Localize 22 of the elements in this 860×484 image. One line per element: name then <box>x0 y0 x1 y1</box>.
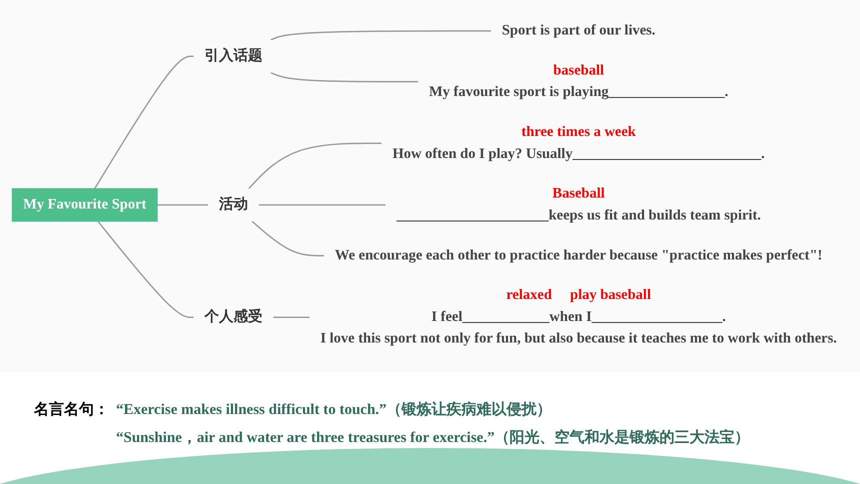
node-text: Sport is part of our lives. <box>502 22 656 38</box>
node-text: relaxed play baseball I feel____________when I__________________. I love this sport not only for fun, but also because it teaches me to work with others. <box>320 287 837 346</box>
connector <box>258 204 386 206</box>
connector <box>97 220 194 318</box>
connector <box>252 220 324 256</box>
quote-text: “Sunshine，air and water are three treasures for exercise.”（阳光、空气和水是锻炼的三大法宝） <box>116 428 750 447</box>
node-text: three times a week How often do I play? Usually__________________________. <box>392 124 765 162</box>
node-text: 个人感受 <box>204 309 262 325</box>
connector <box>94 56 194 189</box>
node-text: 引入话题 <box>204 48 262 64</box>
node-text: We encourage each other to practice harder because "practice makes perfect"! <box>334 248 822 263</box>
quotes-heading: 名言名句： <box>34 400 109 419</box>
node-text: baseball My favourite sport is playing________________. <box>428 62 728 100</box>
connector <box>248 142 382 190</box>
node-text: Baseball _____________________keeps us fit and builds team spirit. <box>396 186 761 224</box>
connector <box>270 72 418 82</box>
connector <box>270 30 491 41</box>
node-box: My Favourite Sport <box>12 188 158 222</box>
quote-text: “Exercise makes illness difficult to touch.”（锻炼让疾病难以侵扰） <box>116 400 552 419</box>
connector <box>157 204 208 206</box>
node-text: 活动 <box>218 196 248 212</box>
connector <box>273 316 310 318</box>
